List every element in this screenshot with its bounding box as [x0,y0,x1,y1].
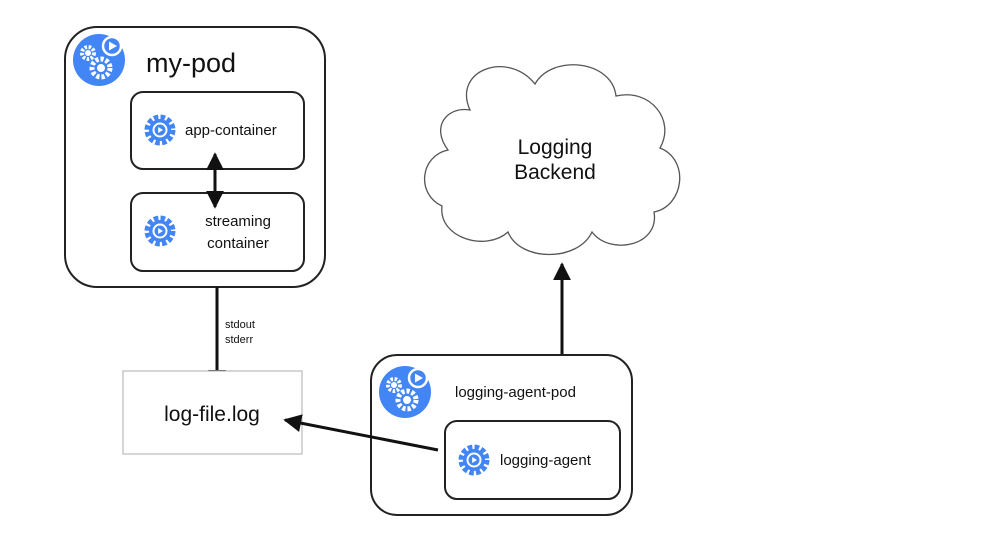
logging-backend-cloud: Logging Backend [424,64,681,256]
logging-agent-pod-title: logging-agent-pod [455,384,576,401]
logging-agent-container: logging-agent [444,420,621,500]
logging-agent-label: logging-agent [500,452,592,469]
backend-label-line1: Logging [518,136,593,159]
my-pod: my-pod app-container streaming container [64,26,326,288]
streaming-container-label-line2: container [207,235,269,252]
container-icon [148,118,172,142]
logging-agent-pod: logging-agent-pod logging-agent [370,354,633,516]
backend-label-line2: Backend [514,161,596,184]
pod-icon [379,366,431,418]
streaming-container: streaming container [130,192,305,272]
log-file-label: log-file.log [164,403,260,426]
agent-logfile-arrow [283,414,439,452]
app-container: app-container [130,91,305,170]
pod-icon [73,34,125,86]
stdout-label: stdout [225,319,255,331]
container-icon [148,219,172,243]
stderr-label: stderr [225,334,253,346]
streaming-container-label-line1: streaming [205,213,271,230]
app-container-label: app-container [185,122,277,139]
my-pod-title: my-pod [146,48,236,78]
container-icon [462,448,486,472]
log-file: log-file.log [122,370,303,455]
